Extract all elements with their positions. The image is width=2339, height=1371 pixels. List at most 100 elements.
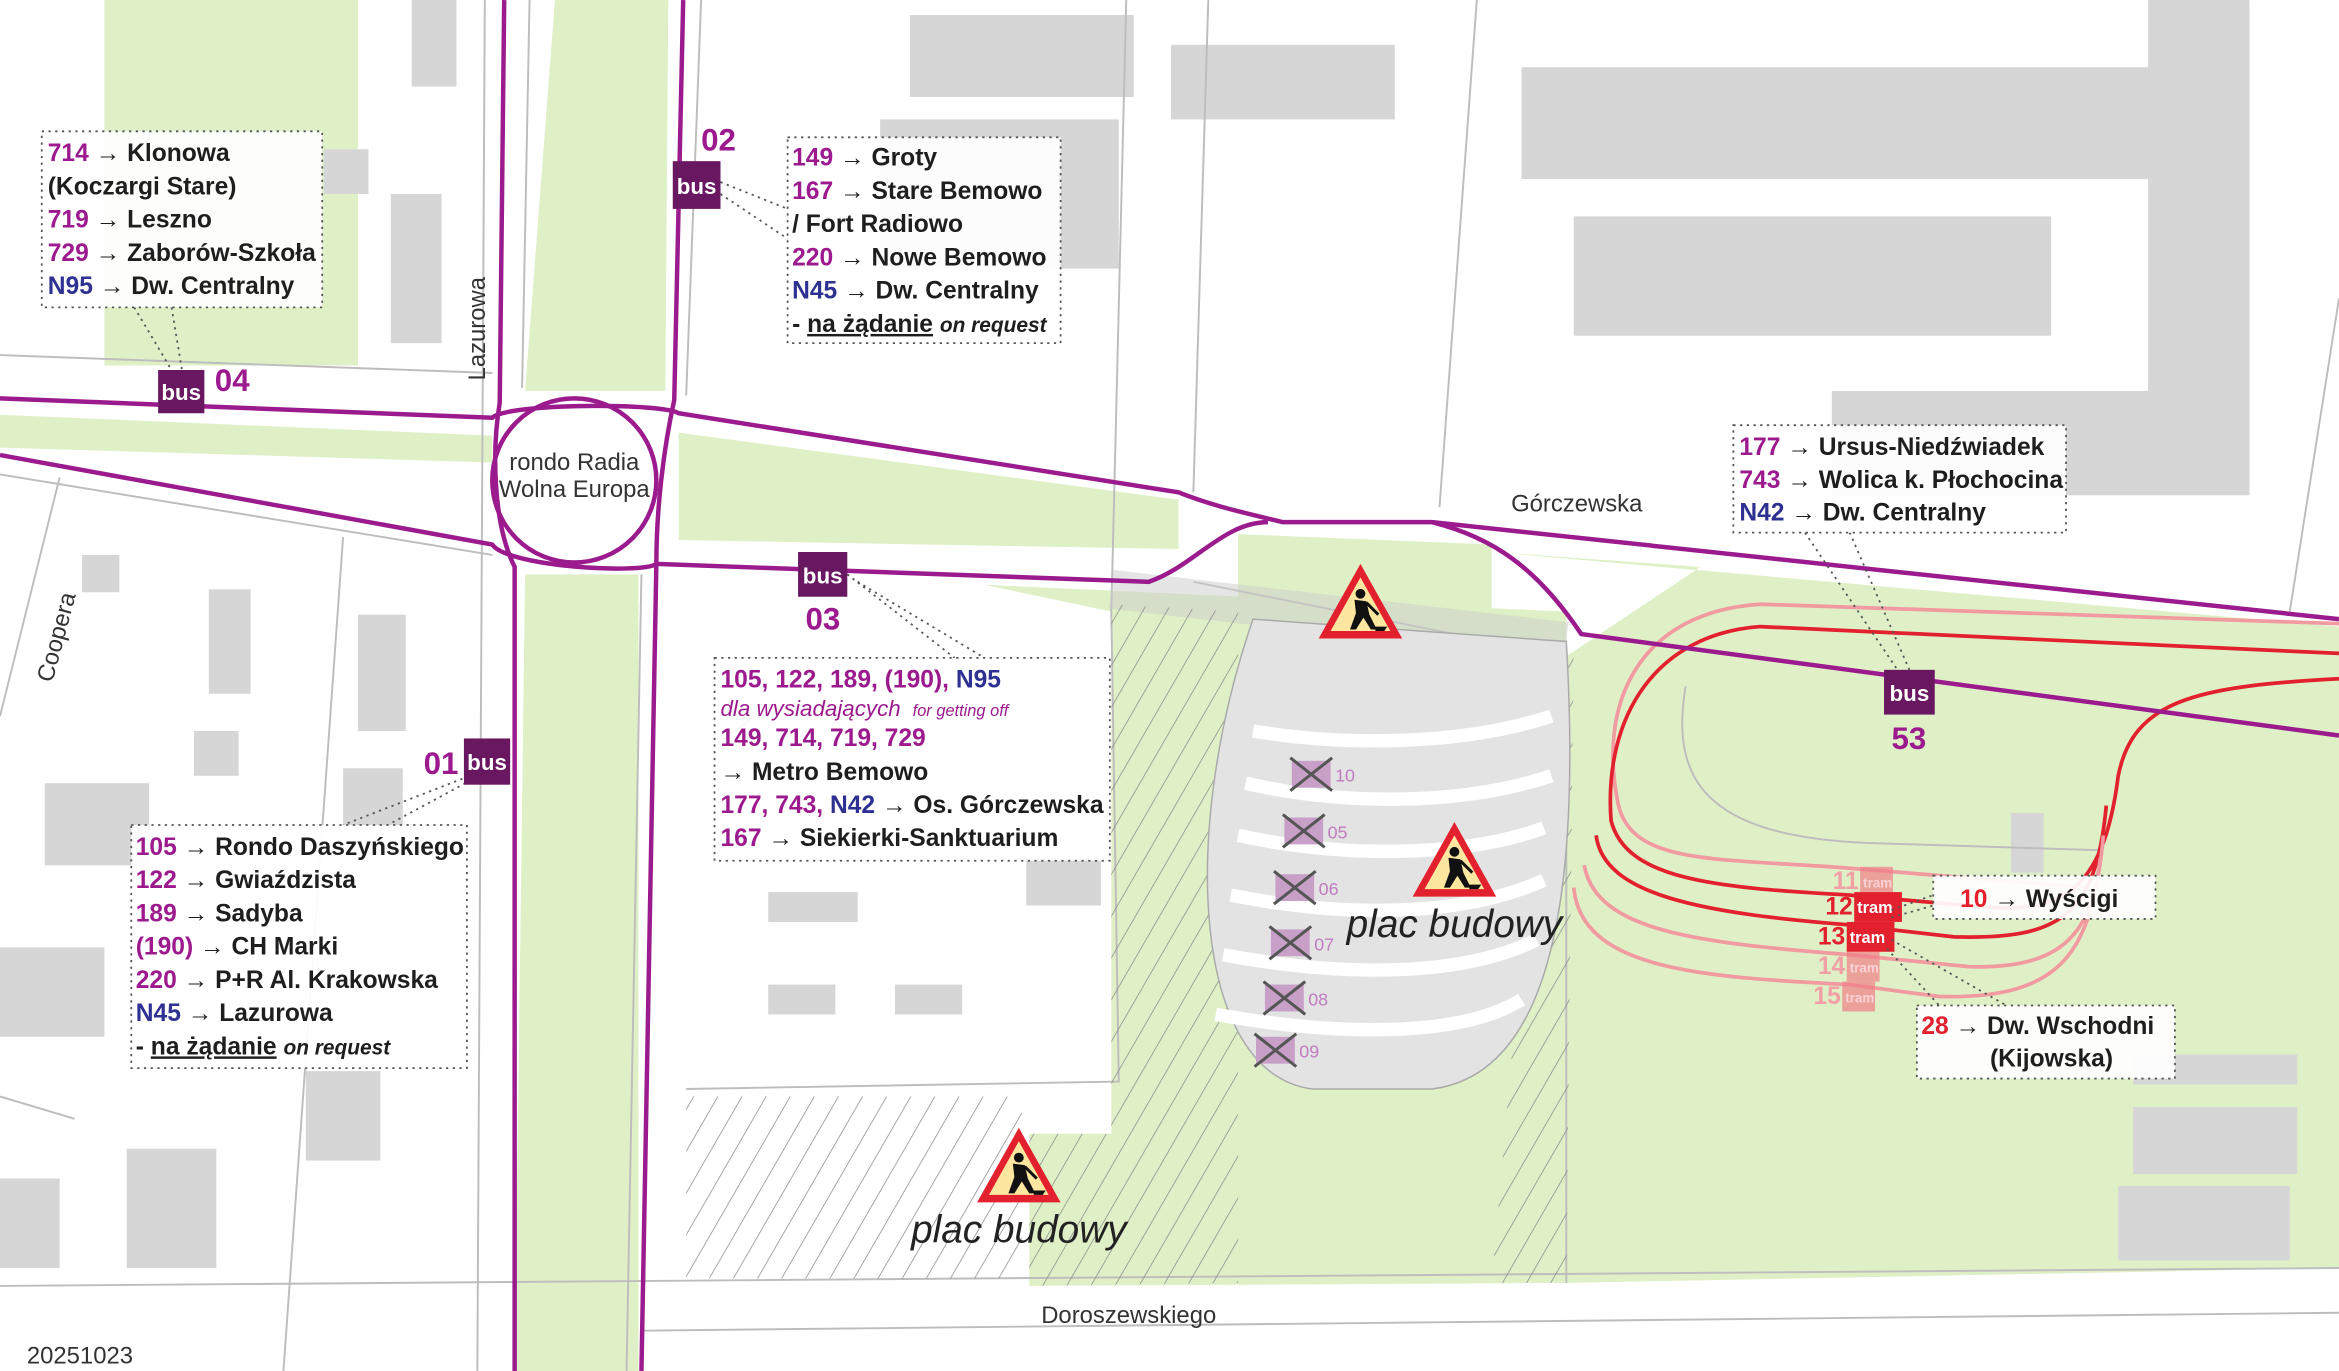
construction-areas <box>686 604 1574 1286</box>
arrow: → <box>96 240 121 267</box>
line-entry: 220 → P+R Al. Krakowska <box>136 967 438 994</box>
destination-line2: (Kijowska) <box>1990 1046 2113 1073</box>
tram-line-number: 10 <box>1960 886 1987 913</box>
tram-icon <box>1842 981 1876 1012</box>
stop-04-info-box <box>40 130 324 309</box>
route-number: 729 <box>48 240 89 267</box>
bus-stop-04[interactable]: bus 04 <box>158 363 250 414</box>
street-label-gorczewska: Górczewska <box>1511 491 1643 518</box>
destination: Leszno <box>127 207 212 234</box>
platform-number: 08 <box>1308 989 1328 1009</box>
tram-stop-number: 13 <box>1818 923 1845 950</box>
line-entry: 719 → Leszno <box>48 207 212 234</box>
destination: Wyścigi <box>2026 886 2119 913</box>
closed-platform-05: 05 <box>1281 813 1348 849</box>
line-entry: N45 → Dw. Centralny <box>792 278 1039 305</box>
arrow: → <box>200 934 225 961</box>
route-number: 220 <box>792 244 833 271</box>
destination: Groty <box>871 145 937 172</box>
tram-icon <box>1860 866 1893 897</box>
stop-03-lines: 105, 122, 189, (190), N95 dla wysiadając… <box>720 667 1103 852</box>
stop-02-info-box <box>786 136 1062 345</box>
note-pl: na żądanie <box>807 311 933 338</box>
closed-platform-10: 10 <box>1289 756 1355 792</box>
bus-stop-03[interactable]: bus 03 <box>798 551 848 637</box>
line-entry: (Koczargi Stare) <box>48 173 237 200</box>
bus-icon <box>1884 669 1935 715</box>
note-pl: na żądanie <box>151 1033 277 1060</box>
tram-stop-11[interactable]: 11 tram <box>1833 866 1893 897</box>
closed-platform-06: 06 <box>1272 870 1339 906</box>
tram-10-info-box <box>1932 874 2157 920</box>
line-entry: 743 → Wolica k. Płochocina <box>1739 467 2063 494</box>
route-number: 167 <box>792 178 833 205</box>
route-number: 167 <box>720 825 761 852</box>
cross-icon <box>1262 980 1307 1016</box>
destination: Nowe Bemowo <box>871 244 1046 271</box>
bus-stop-02[interactable]: bus 02 <box>672 123 736 209</box>
arrow: → <box>100 273 125 300</box>
line-entry: 220 → Nowe Bemowo <box>792 244 1046 271</box>
bus-stop-01[interactable]: bus 01 <box>424 738 511 785</box>
tram-icon <box>1846 921 1895 952</box>
svg-text:177, 743, N42 → Os. Górczewska: 177, 743, N42 → Os. Górczewska <box>720 792 1103 819</box>
construction-label: plac budowy <box>910 1209 1129 1252</box>
route-number: N95 <box>48 273 93 300</box>
route-number: (190) <box>136 934 193 961</box>
route-numbers: 149, 714, 719, 729 <box>720 725 925 752</box>
bus-stop-53[interactable]: bus 53 <box>1884 669 1935 756</box>
destination: P+R Al. Krakowska <box>215 967 438 994</box>
destination: Metro Bemowo <box>752 759 928 786</box>
bus-icon-label: bus <box>1890 681 1930 706</box>
destination: Ursus-Niedźwiadek <box>1819 434 2045 461</box>
stop-number: 04 <box>215 363 250 398</box>
arrow: → <box>768 825 793 852</box>
arrow: → <box>1956 1013 1981 1040</box>
tram-icon-label: tram <box>1863 876 1892 891</box>
route-number-night: N95 <box>956 667 1001 694</box>
route-number: 189 <box>136 900 177 927</box>
tram-icon-label: tram <box>1850 961 1879 976</box>
route-numbers: 177, 743, <box>720 792 829 819</box>
arrow: → <box>1787 434 1812 461</box>
line-entry: 714 → Klonowa <box>48 140 230 167</box>
svg-text:105, 122, 189, (190), N95: 105, 122, 189, (190), N95 <box>720 667 1000 694</box>
note-en: on request <box>283 1036 391 1059</box>
construction-label: plac budowy <box>1346 903 1565 946</box>
closed-platform-07: 07 <box>1268 925 1334 961</box>
closed-platform-09: 09 <box>1253 1032 1319 1068</box>
stop-03-info-box <box>713 657 1111 862</box>
platform-number: 07 <box>1314 934 1334 954</box>
street-label-lazurowa: Lazurowa <box>464 276 491 380</box>
tram-stop-13[interactable]: 13 tram <box>1818 921 1895 952</box>
platform-number: 09 <box>1299 1042 1319 1062</box>
destination: Siekierki-Sanktuarium <box>800 825 1059 852</box>
cross-icon <box>1289 756 1334 792</box>
line-entry: N95 → Dw. Centralny <box>48 273 295 300</box>
line-entry: 729 → Zaborów-Szkoła <box>48 240 316 267</box>
tram-icon-label: tram <box>1857 899 1893 917</box>
bus-icon <box>798 551 848 597</box>
line-entry: 167 → Stare Bemowo <box>792 178 1042 205</box>
on-request-note: - na żądanie on request <box>136 1033 391 1060</box>
route-number: N45 <box>792 278 837 305</box>
tram-icon-label: tram <box>1850 929 1886 947</box>
tram-stop-number: 11 <box>1833 868 1859 895</box>
platform-number: 10 <box>1335 766 1355 786</box>
tram-icon-label: tram <box>1845 990 1874 1005</box>
arrow: → <box>184 900 209 927</box>
roundabout-label-line2: Wolna Europa <box>499 476 650 503</box>
bus-icon-label: bus <box>803 563 843 588</box>
bus-icon-label: bus <box>677 174 717 199</box>
tram-icon <box>1854 892 1902 922</box>
route-number: 719 <box>48 207 89 234</box>
